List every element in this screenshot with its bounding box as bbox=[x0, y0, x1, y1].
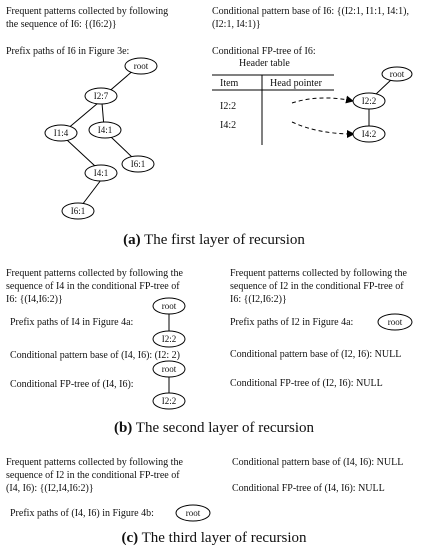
panel-a-prefix-paths-label: Prefix paths of I6 in Figure 3e: bbox=[6, 46, 129, 57]
panel-b-right-line3: I6: {(I2,I6:2)} bbox=[230, 294, 287, 305]
tree-node-i6-1-lower: I6:1 bbox=[61, 202, 95, 220]
panel-b-right-cond-base: Conditional pattern base of (I2, I6): NU… bbox=[230, 349, 401, 360]
panel-b-caption: (b) The second layer of recursion bbox=[114, 420, 315, 436]
edge-i2-i1 bbox=[65, 102, 99, 131]
edge-i4-i6-lower bbox=[81, 179, 102, 206]
panel-b-right-root-node: root bbox=[377, 313, 413, 331]
svg-text:I6:1: I6:1 bbox=[131, 159, 146, 169]
panel-b-left-line1: Frequent patterns collected by following… bbox=[6, 268, 183, 279]
panel-b-left-line2: sequence of I4 in the conditional FP-tre… bbox=[6, 281, 180, 292]
panel-b-tree-node-i2-lower: I2:2 bbox=[152, 392, 186, 410]
svg-text:root: root bbox=[390, 69, 405, 79]
tree-node-i6-1-right: I6:1 bbox=[121, 155, 155, 173]
panel-b-tree-node-root-upper: root bbox=[152, 297, 186, 315]
svg-text:root: root bbox=[162, 301, 177, 311]
edge-i1-i4 bbox=[66, 139, 96, 167]
header-table: Item Head pointer I2:2 I4:2 bbox=[212, 74, 334, 145]
svg-text:root: root bbox=[134, 61, 149, 71]
panel-b-left-prefix-paths: Prefix paths of I4 in Figure 4a: bbox=[10, 317, 133, 328]
cond-tree-node-root: root bbox=[381, 66, 413, 82]
panel-b-tree-node-i2-upper: I2:2 bbox=[152, 330, 186, 348]
panel-c-left-line2: sequence of I2 in the conditional FP-tre… bbox=[6, 470, 180, 481]
header-table-row-i4: I4:2 bbox=[220, 120, 236, 131]
panel-a-right-line2: (I2:1, I4:1)} bbox=[212, 19, 261, 30]
head-pointer-arrow-i4 bbox=[291, 121, 355, 138]
cond-tree-node-i4-2: I4:2 bbox=[352, 125, 386, 143]
tree-node-i4-1-upper: I4:1 bbox=[88, 121, 122, 139]
svg-text:I2:2: I2:2 bbox=[162, 334, 177, 344]
panel-b-right-line1: Frequent patterns collected by following… bbox=[230, 268, 407, 279]
panel-b-left-cond-base: Conditional pattern base of (I4, I6): (I… bbox=[10, 350, 180, 361]
panel-a: Frequent patterns collected by following… bbox=[6, 6, 413, 248]
svg-text:I1:4: I1:4 bbox=[54, 128, 69, 138]
svg-text:root: root bbox=[388, 317, 403, 327]
tree-node-root: root bbox=[124, 57, 158, 75]
header-table-col-item: Item bbox=[220, 78, 239, 89]
panel-c-right-cond-tree: Conditional FP-tree of (I4, I6): NULL bbox=[232, 483, 385, 494]
svg-text:I4:1: I4:1 bbox=[94, 168, 109, 178]
cond-tree-node-i2-2: I2:2 bbox=[352, 92, 386, 110]
tree-node-i1-4: I1:4 bbox=[44, 124, 78, 142]
svg-text:I2:2: I2:2 bbox=[362, 96, 377, 106]
header-table-title: Header table bbox=[239, 58, 290, 69]
svg-text:I4:2: I4:2 bbox=[362, 129, 377, 139]
panel-c-left-line3: (I4, I6): {(I2,I4,I6:2)} bbox=[6, 483, 94, 494]
panel-c-caption: (c) The third layer of recursion bbox=[121, 530, 307, 546]
cond-tree-edge-root-i2 bbox=[374, 78, 393, 96]
panel-c-right-cond-base: Conditional pattern base of (I4, I6): NU… bbox=[232, 457, 403, 468]
panel-a-caption: (a) The first layer of recursion bbox=[123, 232, 305, 248]
panel-b-left-line3: I6: {(I4,I6:2)} bbox=[6, 294, 63, 305]
panel-b-left-cond-tree: Conditional FP-tree of (I4, I6): bbox=[10, 379, 134, 390]
header-table-row-i2: I2:2 bbox=[220, 101, 236, 112]
panel-a-left-line1: Frequent patterns collected by following bbox=[6, 6, 168, 17]
panel-a-right-line1: Conditional pattern base of I6: {(I2:1, … bbox=[212, 6, 409, 17]
panel-a-cond-tree-label: Conditional FP-tree of I6: bbox=[212, 46, 316, 57]
svg-text:I2:2: I2:2 bbox=[162, 396, 177, 406]
panel-c: Frequent patterns collected by following… bbox=[6, 457, 403, 546]
panel-b-tree-node-root-lower: root bbox=[152, 360, 186, 378]
svg-text:I4:1: I4:1 bbox=[98, 125, 113, 135]
tree-node-i4-1-lower: I4:1 bbox=[84, 164, 118, 182]
panel-a-left-line2: the sequence of I6: {(I6:2)} bbox=[6, 19, 117, 30]
panel-b-right-cond-tree: Conditional FP-tree of (I2, I6): NULL bbox=[230, 378, 383, 389]
head-pointer-arrow-i2 bbox=[291, 95, 354, 104]
svg-text:root: root bbox=[186, 508, 201, 518]
panel-c-left-prefix-paths: Prefix paths of (I4, I6) in Figure 4b: bbox=[10, 508, 154, 519]
header-table-col-head-pointer: Head pointer bbox=[270, 78, 323, 89]
panel-b: Frequent patterns collected by following… bbox=[6, 268, 413, 436]
tree-node-i2-7: I2:7 bbox=[84, 87, 118, 105]
panel-b-right-prefix-paths: Prefix paths of I2 in Figure 4a: bbox=[230, 317, 353, 328]
svg-text:I6:1: I6:1 bbox=[71, 206, 86, 216]
edge-i4-i6 bbox=[110, 136, 134, 159]
panel-c-left-line1: Frequent patterns collected by following… bbox=[6, 457, 183, 468]
svg-text:root: root bbox=[162, 364, 177, 374]
svg-text:I2:7: I2:7 bbox=[94, 91, 109, 101]
panel-c-root-node: root bbox=[175, 504, 211, 522]
panel-b-right-line2: sequence of I2 in the conditional FP-tre… bbox=[230, 281, 404, 292]
